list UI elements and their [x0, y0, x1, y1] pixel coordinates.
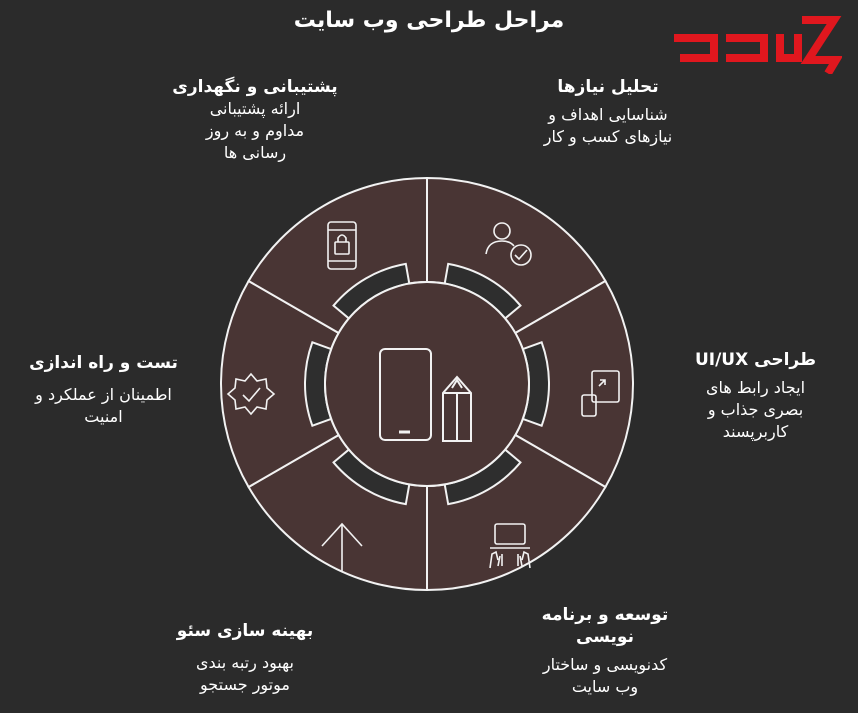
step-development-title: توسعه و برنامه نویسی	[541, 605, 669, 647]
resize-icon	[581, 370, 620, 417]
badge-check-icon	[226, 372, 276, 416]
wheel-center-disc	[324, 281, 530, 487]
step-development: توسعه و برنامه نویسی کدنویسی و ساختار وب…	[510, 604, 700, 698]
step-analysis-title: تحلیل نیازها	[557, 77, 659, 97]
phone-lock-icon	[327, 221, 357, 270]
laptop-typing-icon	[489, 523, 531, 569]
step-development-desc-line: کدنویسی و ساختار	[542, 655, 668, 674]
user-check-icon	[485, 222, 532, 266]
step-testing-desc: اطمینان از عملکرد و امنیت	[6, 384, 201, 428]
step-testing-desc-line: اطمینان از عملکرد و	[35, 385, 172, 404]
step-development-desc: کدنویسی و ساختار وب سایت	[510, 654, 700, 698]
page-title: مراحل طراحی وب سایت	[293, 8, 565, 33]
step-testing-title: تست و راه اندازی	[29, 353, 178, 373]
step-uiux-desc: ایجاد رابط های بصری جذاب و کاربرپسند	[663, 377, 848, 443]
step-seo-title: بهینه سازی سئو	[176, 621, 314, 641]
step-testing-desc-line: امنیت	[84, 407, 123, 426]
step-testing: تست و راه اندازی اطمینان از عملکرد و امن…	[6, 352, 201, 428]
step-analysis-desc-line: نیازهای کسب و کار	[543, 127, 673, 146]
step-support-desc-line: مداوم و به روز	[205, 121, 305, 140]
mobile-pencil-icon	[379, 348, 472, 442]
step-seo-desc: بهبود رتبه بندی موتور جستجو	[140, 652, 350, 696]
step-uiux-desc-line: ایجاد رابط های	[705, 378, 806, 397]
step-analysis-desc-line: شناسایی اهداف و	[548, 105, 668, 124]
step-uiux-title: طراحی UI/UX	[694, 350, 817, 370]
step-development-desc-line: وب سایت	[571, 677, 639, 696]
step-analysis-desc: شناسایی اهداف و نیازهای کسب و کار	[493, 104, 723, 148]
arrow-up-icon	[321, 522, 363, 572]
step-uiux-desc-line: کاربرپسند	[722, 422, 789, 441]
step-analysis: تحلیل نیازها شناسایی اهداف و نیازهای کسب…	[493, 76, 723, 148]
step-uiux-desc-line: بصری جذاب و	[707, 400, 804, 419]
step-support: پشتیبانی و نگهداری ارائه پشتیبانی مداوم …	[145, 76, 365, 164]
step-support-title: پشتیبانی و نگهداری	[172, 77, 338, 97]
step-support-desc-line: رسانی ها	[223, 143, 287, 162]
step-uiux: طراحی UI/UX ایجاد رابط های بصری جذاب و ک…	[663, 349, 848, 443]
step-seo-desc-line: بهبود رتبه بندی	[195, 653, 294, 672]
step-seo-desc-line: موتور جستجو	[200, 675, 290, 694]
step-support-desc: ارائه پشتیبانی مداوم و به روز رسانی ها	[145, 98, 365, 164]
brand-logo	[674, 16, 842, 74]
step-support-desc-line: ارائه پشتیبانی	[209, 99, 301, 118]
step-seo: بهینه سازی سئو بهبود رتبه بندی موتور جست…	[140, 620, 350, 696]
